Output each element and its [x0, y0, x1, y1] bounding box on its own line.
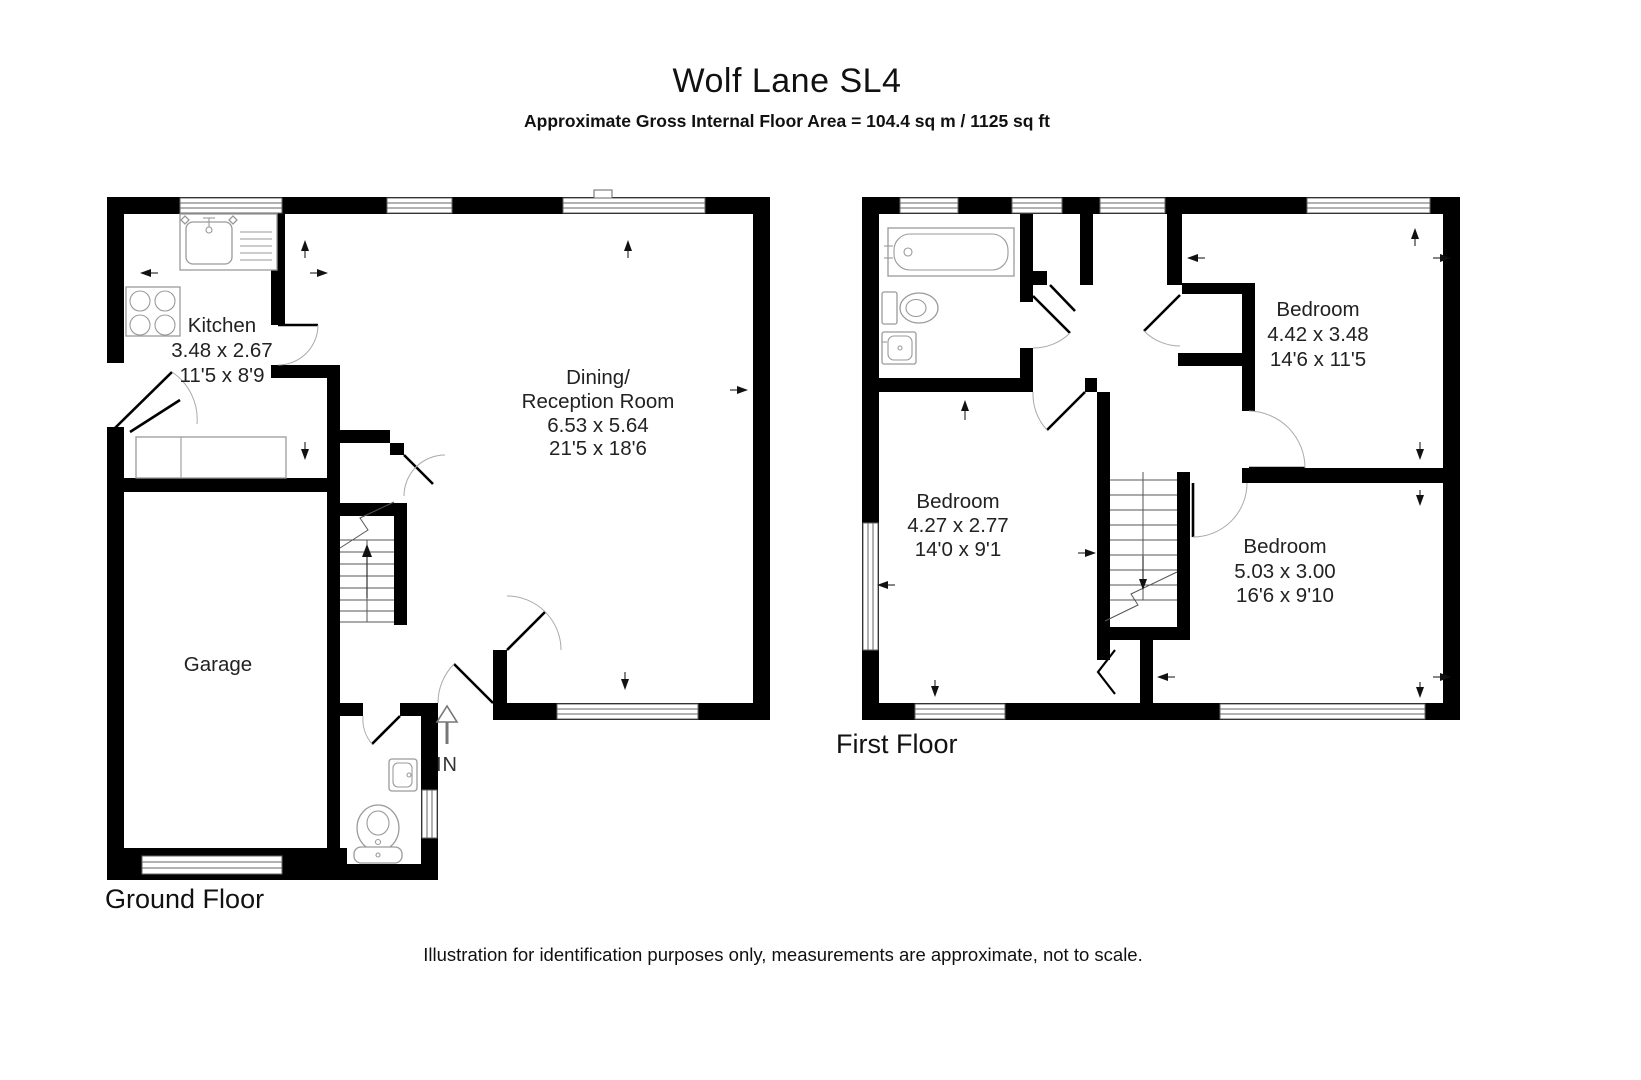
disclaimer-text: Illustration for identification purposes…: [423, 944, 1143, 965]
kitchen-fixtures: [125, 213, 287, 479]
kitchen-imperial: 11'5 x 8'9: [180, 364, 265, 387]
first-floor-windows: [862, 197, 1431, 720]
first-floor-label: First Floor: [836, 729, 958, 759]
dining-name-2: Reception Room: [522, 390, 675, 413]
middle-bedroom-imperial: 14'0 x 9'1: [915, 538, 1001, 561]
stairs-down-arrow: [1139, 579, 1147, 590]
entrance-label: IN: [436, 754, 458, 776]
kitchen-sink: [185, 221, 233, 265]
rear-bedroom-name: Bedroom: [1243, 535, 1326, 558]
wc-sink: [388, 758, 418, 792]
stairs-up-arrow: [362, 544, 372, 557]
in-arrow-icon: [435, 704, 459, 723]
middle-bedroom-name: Bedroom: [916, 490, 999, 513]
wc-door: [371, 715, 401, 745]
front-bedroom-name: Bedroom: [1276, 298, 1359, 321]
bathroom-sink: [881, 331, 917, 365]
ground-floor-plan: IN Kitchen 3.48 x 2.67 11'5 x 8'9 Dining…: [107, 189, 770, 880]
floor-area-subtitle: Approximate Gross Internal Floor Area = …: [524, 111, 1050, 131]
hob: [125, 286, 181, 337]
kitchen-name: Kitchen: [188, 314, 256, 337]
ground-floor-walls: [107, 197, 770, 880]
first-floor-plan: Bedroom 4.42 x 3.48 14'6 x 11'5 Bedroom …: [862, 197, 1460, 720]
kitchen-metric: 3.48 x 2.67: [171, 339, 272, 362]
ground-floor-doors: [114, 323, 562, 745]
bathroom-fixtures: [881, 227, 1015, 365]
front-door: [453, 663, 494, 704]
cupboard-door: [1143, 294, 1181, 332]
middle-bedroom-door: [1046, 391, 1086, 431]
garage-name: Garage: [184, 653, 252, 676]
toilet-cistern: [881, 291, 898, 325]
wc-fixtures: [353, 758, 418, 864]
garage-door: [141, 855, 283, 875]
ground-floor-room-labels: Kitchen 3.48 x 2.67 11'5 x 8'9 Dining/ R…: [171, 314, 674, 676]
middle-bedroom-metric: 4.27 x 2.77: [907, 514, 1008, 537]
folding-door: [1096, 649, 1116, 695]
toilet-bowl: [899, 292, 939, 324]
ground-floor-stairs: [339, 501, 395, 623]
page-title: Wolf Lane SL4: [672, 62, 902, 100]
rear-bedroom-metric: 5.03 x 3.00: [1234, 560, 1335, 583]
rear-bedroom-imperial: 16'6 x 9'10: [1236, 584, 1334, 607]
entrance-marker: IN: [435, 704, 459, 776]
bathtub: [887, 227, 1015, 277]
bathroom-door: [1032, 295, 1071, 334]
first-floor-room-labels: Bedroom 4.42 x 3.48 14'6 x 11'5 Bedroom …: [907, 298, 1368, 607]
first-floor-doors: [1032, 284, 1306, 538]
ground-floor-label: Ground Floor: [105, 884, 265, 914]
ground-floor-windows: [141, 189, 706, 875]
first-floor-arrows: [877, 228, 1451, 698]
front-bedroom-metric: 4.42 x 3.48: [1267, 323, 1368, 346]
first-floor-stairs: [1096, 472, 1178, 695]
ground-floor-arrows: [140, 240, 748, 690]
dining-metric: 6.53 x 5.64: [547, 414, 648, 437]
front-bedroom-imperial: 14'6 x 11'5: [1270, 348, 1366, 371]
dining-imperial: 21'5 x 18'6: [549, 437, 647, 460]
dining-name-1: Dining/: [566, 366, 630, 389]
